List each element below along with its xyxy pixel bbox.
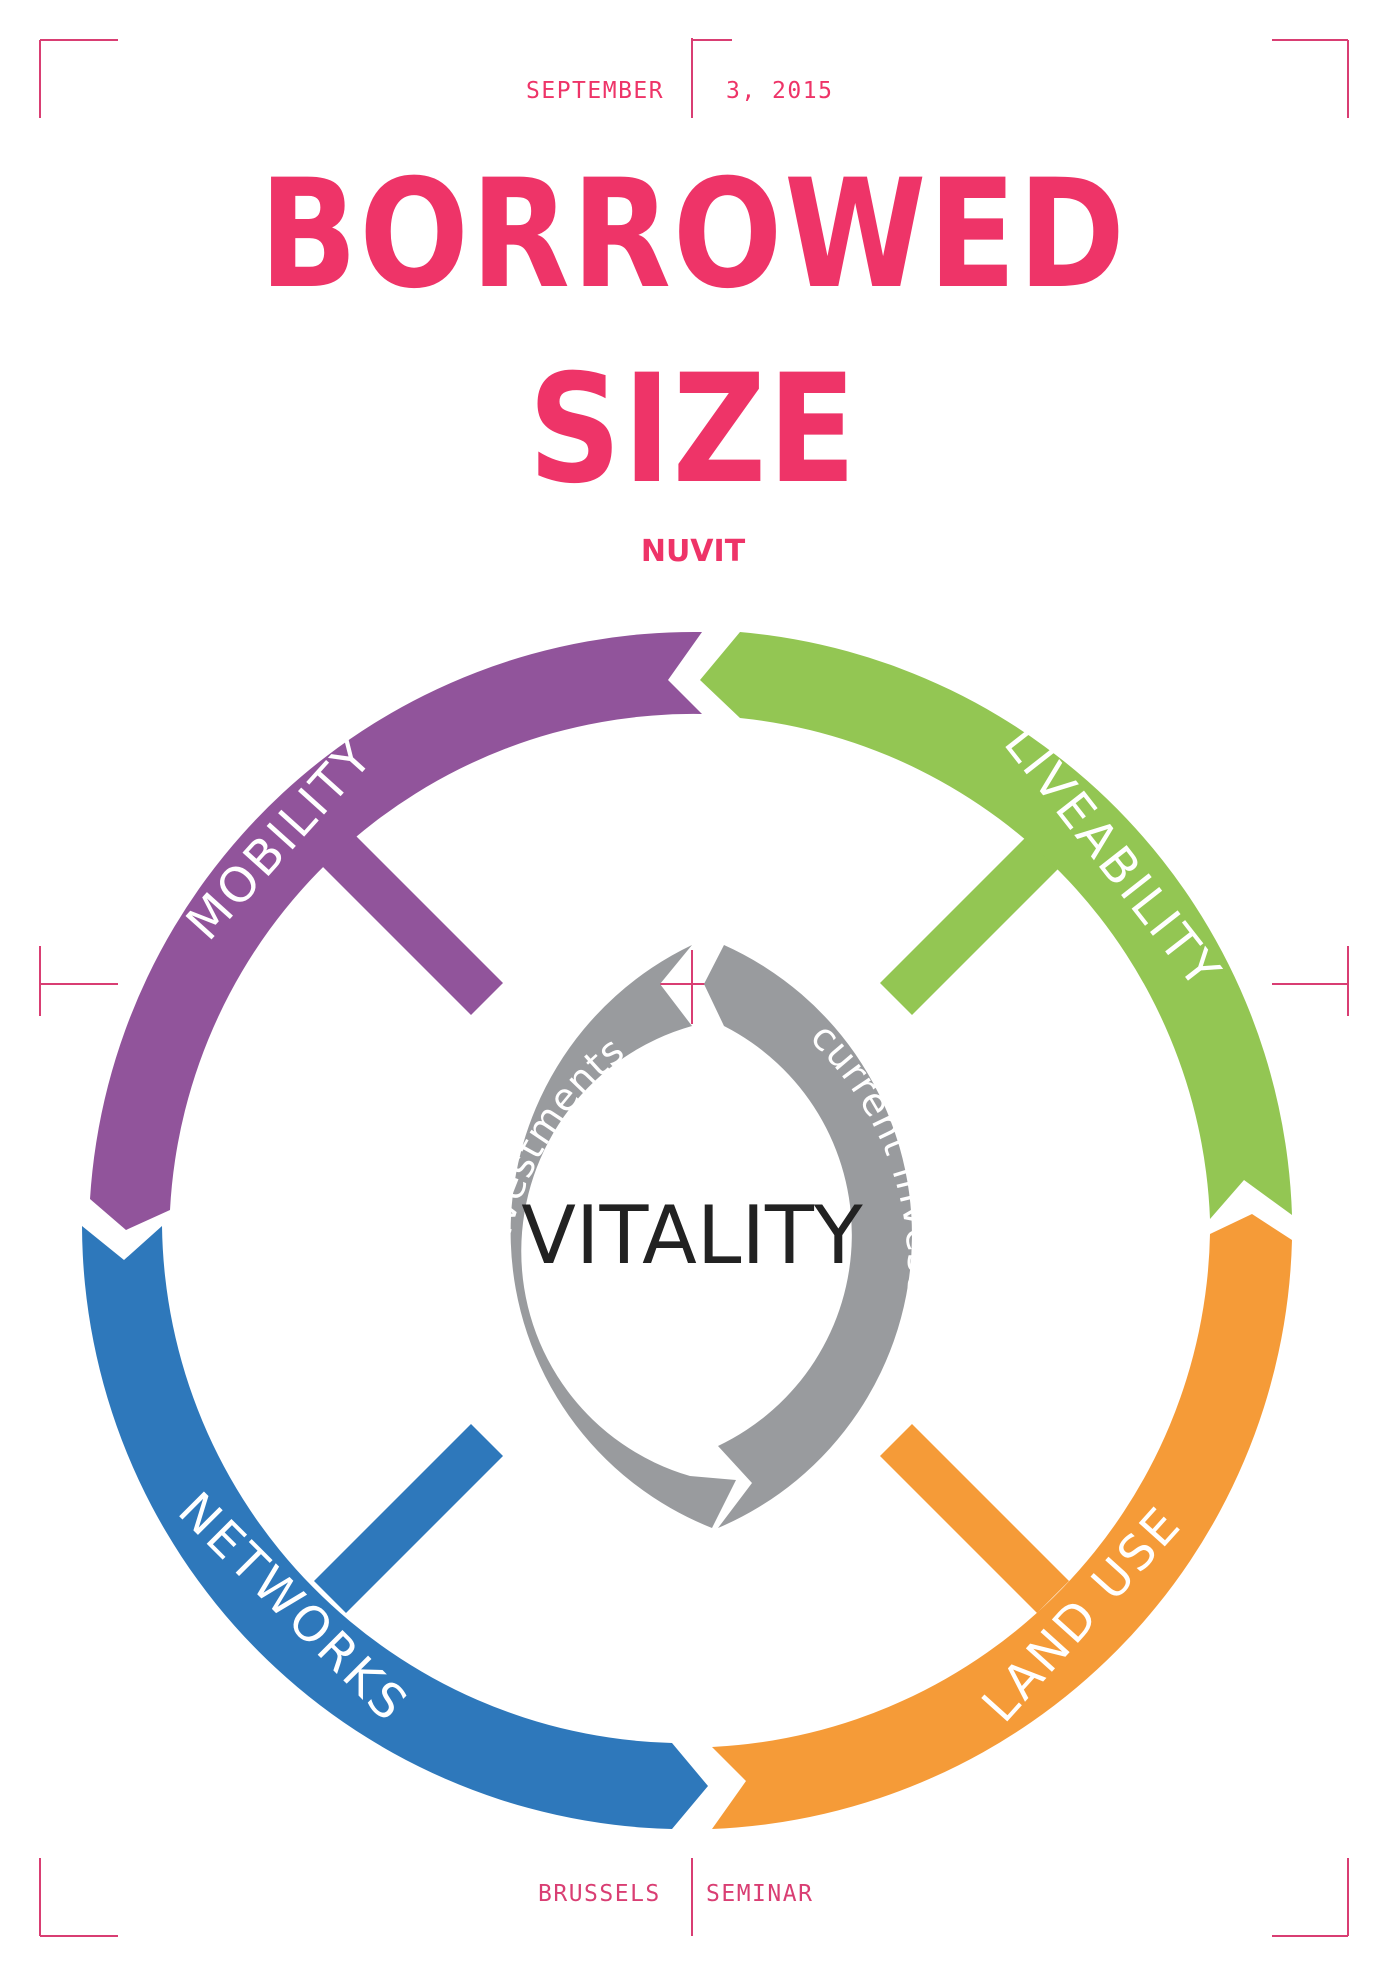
land-use-spoke <box>880 1424 1069 1613</box>
crop-mark-right-middle <box>1272 946 1349 1016</box>
footer-event: SEMINAR <box>706 1881 814 1907</box>
event-date-month: SEPTEMBER <box>526 78 665 104</box>
center-vitality-label: VITALITY <box>521 1189 864 1282</box>
poster-title-line-1: BORROWED <box>259 148 1127 322</box>
mobility-spoke <box>314 826 503 1015</box>
crop-mark-top-left <box>39 39 118 118</box>
crop-mark-left-middle <box>39 946 118 1016</box>
networks-spoke <box>314 1424 503 1613</box>
poster-title-line-2: SIZE <box>528 343 858 517</box>
networks-ring-segment <box>82 1226 708 1829</box>
crop-mark-top-center <box>691 38 732 118</box>
mobility-ring-segment <box>90 631 702 1230</box>
future-investments-arrow <box>510 945 736 1528</box>
crop-mark-top-right <box>1272 39 1349 118</box>
crop-mark-bottom-right <box>1272 1858 1349 1937</box>
organization-name: NUVIT <box>640 534 746 569</box>
footer-city: BRUSSELS <box>538 1881 661 1907</box>
current-investments-arrow <box>704 945 912 1528</box>
event-date-day-year: 3, 2015 <box>726 78 834 104</box>
land-use-ring-segment <box>712 1214 1292 1829</box>
crop-mark-bottom-left <box>39 1858 118 1937</box>
liveability-ring-segment <box>700 632 1292 1219</box>
liveability-spoke <box>880 826 1069 1015</box>
crop-marks <box>39 38 1349 1937</box>
